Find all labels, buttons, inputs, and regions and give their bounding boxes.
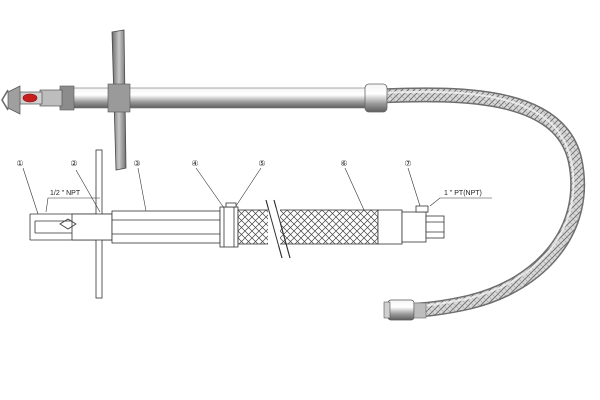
diagram-sleeve xyxy=(111,210,221,244)
outlet-thread-label: 1 " PT(NPT) xyxy=(444,190,482,197)
inlet-thread-label: 1/2 " NPT xyxy=(50,190,81,197)
callout-3: ③ xyxy=(133,159,140,168)
technical-diagram xyxy=(22,149,492,299)
diagram-outlet-fitting xyxy=(401,211,427,243)
callout-5: ⑤ xyxy=(258,159,265,168)
callout-6: ⑥ xyxy=(340,159,347,168)
sprinkler-head xyxy=(1,85,63,115)
diagram-braided-hose xyxy=(237,209,379,245)
callout-2: ② xyxy=(70,159,77,168)
outlet-end-fitting xyxy=(387,299,415,321)
callout-4: ④ xyxy=(191,159,198,168)
glass-bulb xyxy=(22,93,38,103)
callout-markers: ① ② ③ ④ ⑤ ⑥ ⑦ xyxy=(16,159,411,168)
callout-1: ① xyxy=(16,159,23,168)
assembly-illustration xyxy=(1,29,586,321)
callout-leaders xyxy=(22,167,492,215)
diagram-nut xyxy=(219,206,239,248)
callout-7: ⑦ xyxy=(404,159,411,168)
